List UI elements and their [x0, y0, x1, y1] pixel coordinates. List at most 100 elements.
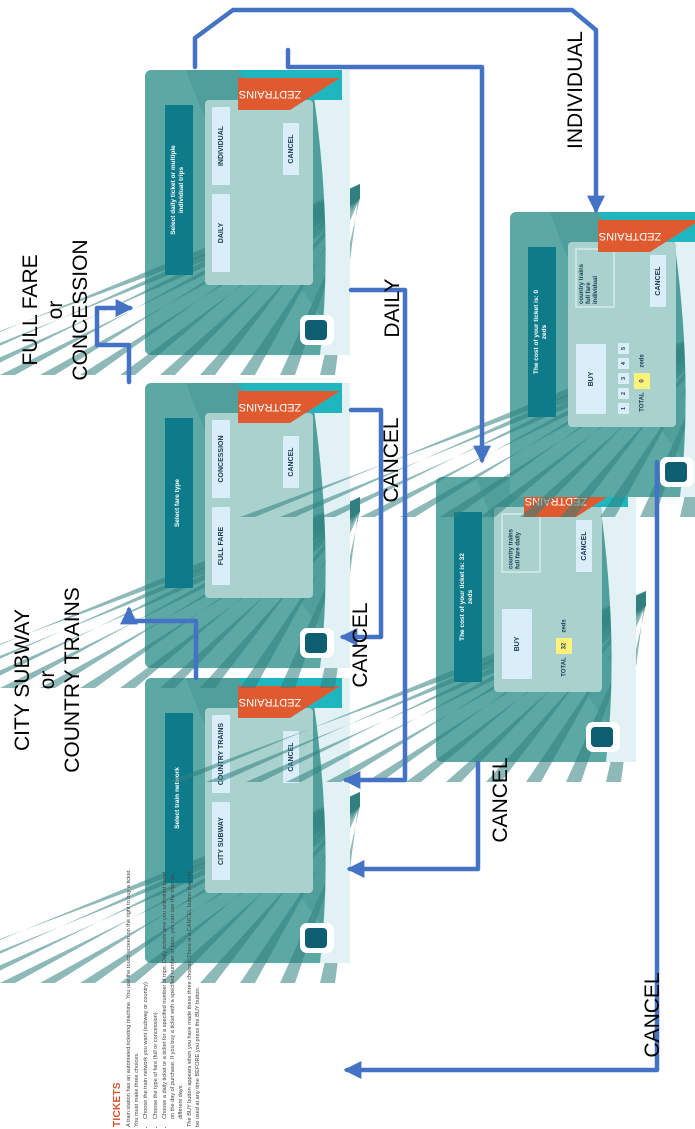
track-curve — [310, 383, 350, 668]
screen-title: Select daily ticket or multipleindividua… — [170, 145, 185, 235]
screen-trip: Select daily ticket or multipleindividua… — [0, 70, 360, 375]
option-2-label: COUNTRY TRAINS — [218, 723, 225, 786]
cancel-button[interactable] — [283, 436, 299, 488]
trip-count-button[interactable] — [618, 403, 629, 414]
total-label: TOTAL — [640, 392, 646, 412]
screen-title: The cost of your ticket is: 0zeds — [533, 290, 548, 375]
trip-count-label: 5 — [621, 347, 627, 350]
summary-text: country trainsfull fare daily — [508, 528, 521, 569]
option-1-label: CITY SUBWAY — [218, 817, 225, 865]
option-2-label: INDIVIDUAL — [218, 125, 225, 166]
label-cancel-trip: CANCEL — [380, 417, 403, 503]
tickets-heading: TICKETS — [112, 1082, 123, 1127]
track-curve — [670, 212, 695, 497]
arrow-daily-cancel — [346, 760, 481, 878]
cancel-label: CANCEL — [288, 742, 295, 772]
screen-title-box — [165, 105, 193, 275]
option-1-label: DAILY — [218, 222, 225, 243]
summary-box — [501, 513, 541, 573]
brand-label: ZEDTRAINS — [239, 401, 301, 413]
brand-banner — [598, 220, 695, 252]
total-value: 0 — [640, 379, 646, 383]
screen-title: The cost of your ticket is: 32zeds — [459, 553, 474, 641]
option-2-button[interactable] — [212, 715, 230, 793]
arrow-trip-to-daily — [285, 47, 491, 464]
track-curve — [310, 70, 350, 355]
buy-label: BUY — [588, 371, 595, 386]
arrow-fare-cancel — [339, 407, 384, 646]
option-2-label: CONCESSION — [218, 435, 225, 482]
label-network-choice: CITY SUBWAY or COUNTRY TRAINS — [11, 587, 84, 773]
total-label: TOTAL — [562, 657, 568, 677]
screen-title: Select train network — [174, 767, 181, 829]
label-fare-choice: FULL FARE or CONCESSION — [19, 239, 92, 381]
cancel-button[interactable] — [283, 123, 299, 175]
cancel-button[interactable] — [283, 731, 299, 783]
trip-count-button[interactable] — [618, 373, 629, 384]
total-value: 32 — [562, 642, 568, 649]
trip-count-label: 3 — [621, 377, 627, 380]
arrow-trip-to-individual — [192, 7, 605, 214]
cancel-label: CANCEL — [581, 531, 588, 561]
brand-label: ZEDTRAINS — [239, 696, 301, 708]
tickets-intro: A train station has an automated ticketi… — [126, 868, 140, 1127]
tickets-outro: The BUY button appears when you have mad… — [187, 870, 201, 1127]
brand-label: ZEDTRAINS — [599, 230, 661, 242]
tickets-step: Choose the type of fare (full or concess… — [153, 867, 161, 1119]
cancel-button[interactable] — [576, 520, 592, 572]
trip-count-button[interactable] — [618, 388, 629, 399]
label-individual: INDIVIDUAL — [564, 31, 587, 149]
label-cancel-daily: CANCEL — [489, 757, 512, 843]
option-1-button[interactable] — [212, 194, 230, 272]
track-curve — [596, 477, 636, 762]
summary-box — [575, 248, 615, 308]
trip-count-label: 1 — [621, 407, 627, 410]
brand-label: ZEDTRAINS — [239, 88, 301, 100]
total-value-box — [556, 638, 572, 654]
option-2-button[interactable] — [212, 420, 230, 498]
arrow-individual-cancel — [343, 459, 660, 1079]
option-1-button[interactable] — [212, 802, 230, 880]
buy-label: BUY — [514, 636, 521, 651]
tickets-steps: Choose the train network you want (subwa… — [143, 867, 185, 1127]
screen-title-box — [454, 512, 482, 682]
option-1-label: FULL FARE — [218, 526, 225, 565]
screen-title-box — [165, 713, 193, 883]
trip-count-label: 4 — [621, 361, 627, 365]
trip-count-label: 2 — [621, 392, 627, 395]
brand-banner — [238, 391, 340, 423]
trip-count-button[interactable] — [618, 358, 629, 369]
cancel-label: CANCEL — [655, 266, 662, 296]
label-cancel-fare: CANCEL — [349, 602, 372, 688]
buy-button[interactable] — [502, 609, 532, 679]
label-cancel-individual: CANCEL — [641, 972, 664, 1058]
brand-banner — [238, 78, 340, 110]
screen-title-box — [528, 247, 556, 417]
option-1-button[interactable] — [212, 507, 230, 585]
screen-title: Select fare type — [174, 479, 181, 527]
brand-banner — [238, 686, 340, 718]
arrow-fare-to-trip — [94, 299, 134, 385]
option-2-button[interactable] — [212, 107, 230, 185]
tickets-instructions: TICKETS A train station has an automated… — [112, 867, 222, 1127]
total-unit: zeds — [640, 354, 646, 368]
total-value-box — [634, 373, 650, 389]
cancel-button[interactable] — [650, 255, 666, 307]
tickets-step: Choose the train network you want (subwa… — [143, 867, 151, 1119]
cancel-label: CANCEL — [288, 134, 295, 164]
arrow-trip-cancel — [342, 287, 408, 789]
buy-button[interactable] — [576, 344, 606, 414]
total-unit: zeds — [562, 619, 568, 633]
trip-count-button[interactable] — [618, 343, 629, 354]
label-daily: DAILY — [381, 278, 404, 338]
summary-text: country trainsfull fareindividual — [579, 263, 599, 304]
track-curve — [310, 678, 350, 963]
arrow-network-to-fare — [120, 606, 199, 681]
screen-title-box — [165, 418, 193, 588]
tickets-step: Choose a daily ticket or a ticket for a … — [162, 867, 185, 1119]
